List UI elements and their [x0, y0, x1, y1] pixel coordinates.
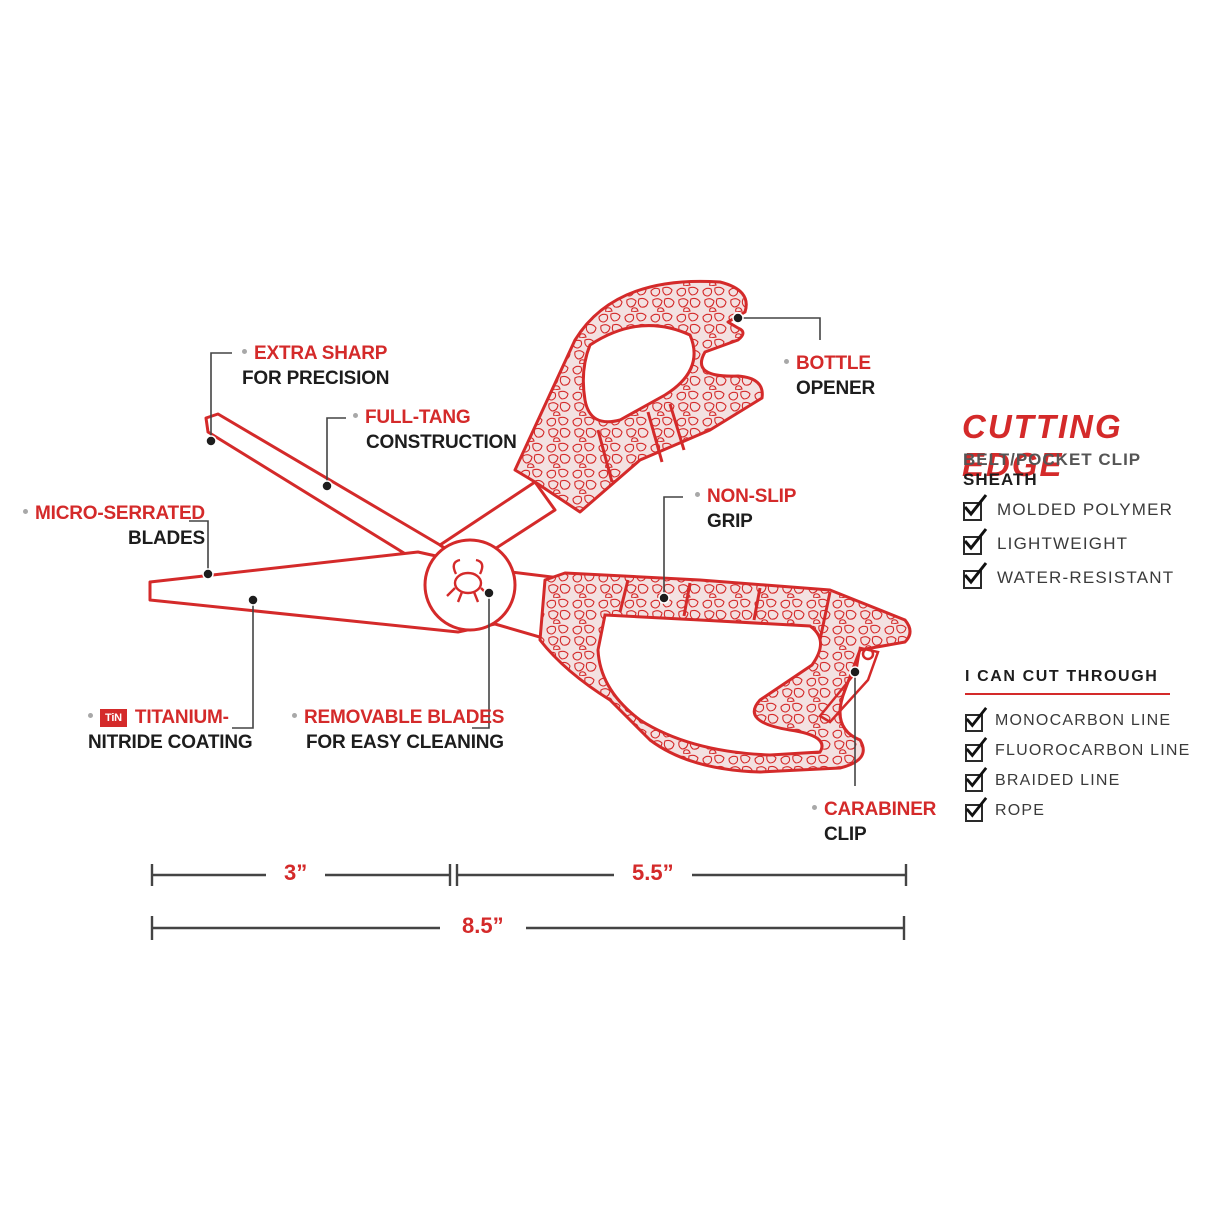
list-item: ROPE: [965, 796, 1191, 829]
callout-bottle-opener: BOTTLE OPENER: [784, 351, 875, 401]
sheath-title: CUTTING EDGE: [962, 408, 1123, 483]
cut-through-heading: I CAN CUT THROUGH: [965, 668, 1159, 685]
list-item: MONOCARBON LINE: [965, 706, 1191, 739]
bullet-dot-icon: [784, 359, 789, 365]
cut-through-list: MONOCARBON LINE FLUOROCARBON LINE BRAIDE…: [965, 706, 1191, 829]
dimension-total: 8.5”: [440, 913, 526, 939]
sheath-subtitle: BELT/POCKET CLIP SHEATH: [963, 450, 1141, 489]
list-item: MOLDED POLYMER: [963, 494, 1174, 531]
callout-micro-serrated: MICRO-SERRATED BLADES: [23, 501, 205, 551]
checkmark-icon: [963, 494, 988, 517]
checkmark-icon: [963, 562, 988, 585]
heading-underline: [965, 693, 1170, 695]
checkmark-icon: [965, 766, 988, 788]
dimension-blade: 3”: [266, 860, 326, 886]
bullet-dot-icon: [88, 713, 93, 719]
dimension-handle: 5.5”: [614, 860, 692, 886]
callout-removable: REMOVABLE BLADES FOR EASY CLEANING: [292, 705, 504, 755]
checkmark-icon: [965, 736, 988, 758]
bullet-dot-icon: [23, 509, 28, 515]
callout-non-slip: NON-SLIP GRIP: [695, 484, 796, 534]
bullet-dot-icon: [242, 349, 247, 355]
callout-full-tang: FULL-TANG CONSTRUCTION: [353, 405, 517, 455]
sheath-features-list: MOLDED POLYMER LIGHTWEIGHT WATER-RESISTA…: [963, 494, 1174, 599]
checkmark-icon: [963, 528, 988, 551]
tin-badge: TiN: [100, 709, 127, 727]
list-item: LIGHTWEIGHT: [963, 528, 1174, 565]
list-item: BRAIDED LINE: [965, 766, 1191, 799]
bullet-dot-icon: [292, 713, 297, 719]
list-item: FLUOROCARBON LINE: [965, 736, 1191, 769]
checkmark-icon: [965, 796, 988, 818]
callout-carabiner: CARABINER CLIP: [812, 797, 936, 847]
bullet-dot-icon: [812, 805, 817, 811]
bullet-dot-icon: [353, 413, 358, 419]
checkmark-icon: [965, 706, 988, 728]
list-item: WATER-RESISTANT: [963, 562, 1174, 599]
bullet-dot-icon: [695, 492, 700, 498]
callout-extra-sharp: EXTRA SHARP FOR PRECISION: [242, 343, 390, 389]
